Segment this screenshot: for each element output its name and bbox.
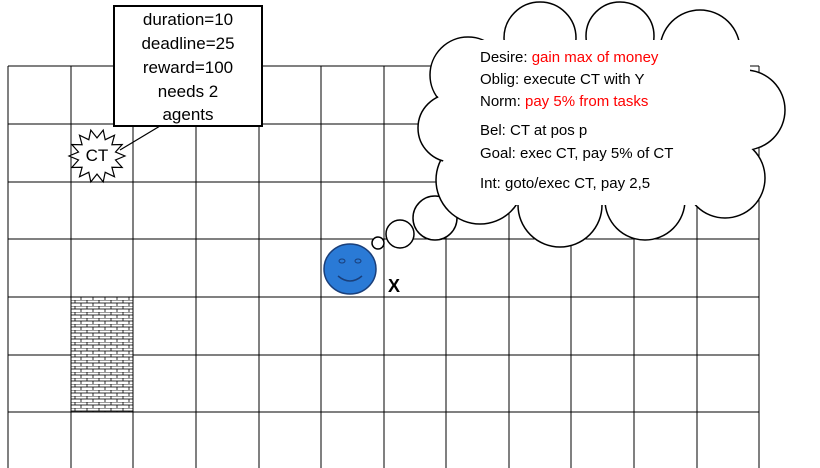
smiley-face-icon: [323, 243, 377, 295]
task-duration: duration=10: [143, 10, 233, 29]
task-agents: agents: [162, 105, 213, 124]
task-reward: reward=100: [143, 58, 233, 77]
int-line: Int: goto/exec CT, pay 2,5: [480, 175, 650, 192]
desire-value: gain max of money: [532, 49, 659, 66]
task-info-box: duration=10 deadline=25 reward=100 needs…: [113, 5, 263, 127]
thought-bubble-medium: [385, 219, 415, 249]
callout-pointer: [119, 125, 161, 151]
task-label: CT: [86, 146, 109, 165]
task-marker: CT: [67, 128, 127, 184]
starburst-icon: [67, 128, 127, 184]
thought-text: Desire: gain max of money Oblig: execute…: [480, 49, 673, 192]
agent: X: [323, 243, 400, 296]
thought-cloud: [371, 1, 786, 250]
agent-label: X: [388, 276, 400, 296]
thought-bubble-small: [371, 236, 385, 250]
goal-line: Goal: exec CT, pay 5% of CT: [480, 145, 673, 162]
desire-prefix: Desire:: [480, 49, 532, 66]
oblig-line: Oblig: execute CT with Y: [480, 71, 645, 88]
norm-line: Norm: pay 5% from tasks: [480, 93, 648, 110]
norm-value: pay 5% from tasks: [525, 93, 648, 110]
norm-prefix: Norm:: [480, 93, 525, 110]
bel-line: Bel: CT at pos p: [480, 122, 587, 139]
task-needs: needs 2: [158, 82, 219, 101]
brick-wall-icon: [70, 296, 134, 413]
desire-line: Desire: gain max of money: [480, 49, 659, 66]
task-deadline: deadline=25: [141, 34, 234, 53]
